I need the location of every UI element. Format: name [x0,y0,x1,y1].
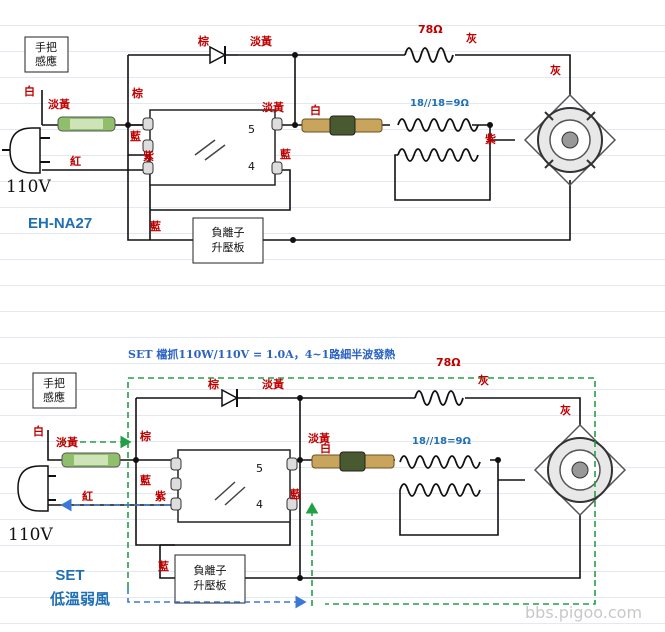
left-wire [127,55,193,241]
top-wire [128,54,571,95]
label-gray-bottom: 灰 [478,373,489,387]
set-label-2: 低溫弱風 [49,590,110,608]
top-diagram: 手把 感應 [2,23,617,264]
ion-board-top [192,217,264,264]
relay-pin5-bottom: 5 [256,462,263,475]
label-lightyellow-diode-top: 淡黃 [250,34,272,48]
resistor-78-coil-top [404,47,454,63]
relay-top: 5 4 [142,109,283,186]
bottom-wire [263,180,571,241]
label-blue-ion-bottom: 藍 [158,559,169,573]
label-brown-top: 棕 [131,86,143,100]
heating-coil-2-bottom [399,483,481,497]
coil-return-bottom [399,459,499,536]
label-coil-value-bottom: 18//18=9Ω [412,436,471,447]
flow-path-return [325,580,596,605]
label-blue-bottom-top: 藍 [150,219,161,233]
set-label-1: SET [55,567,84,584]
resistor-78-coil-bottom [414,390,464,406]
plug-icon-bottom [17,465,56,512]
label-lightyellow-diode-bottom: 淡黃 [262,377,284,391]
label-lightyellow-relay-top: 淡黃 [262,100,284,114]
label-blue-top: 藍 [130,129,141,143]
coil-return-wire [394,124,491,201]
sensor-wire [41,90,150,126]
relay-pin5-top: 5 [248,123,255,136]
label-white-bottom: 白 [33,424,44,438]
plug-icon [2,127,50,174]
ion-board-label-1-bottom: 負離子 [194,563,227,577]
heating-coil-1-top [397,118,479,132]
label-lightyellow-bottom: 淡黃 [56,435,78,449]
label-white-fuse-bottom: 白 [320,441,331,455]
label-brown-bottom: 棕 [139,429,151,443]
sensor-label-1: 手把 [35,40,57,54]
label-brown-diode-bottom: 棕 [207,377,219,391]
flow-path-outer [127,377,596,588]
label-78-ohm-bottom: 78Ω [436,356,461,369]
diode-bottom [221,388,250,408]
label-white-fuse-top: 白 [310,103,321,117]
label-blue-right-bottom: 藍 [290,487,301,501]
model-label: EH-NA27 [28,215,92,232]
flow-arrow-bottom [127,588,307,609]
set-note: SET 檔抓110W/110V = 1.0A，4~1路細半波發熱 [128,347,395,361]
label-coil-value-top: 18//18=9Ω [410,98,469,109]
label-lightyellow-top: 淡黃 [48,97,70,111]
bottom-diagram: SET 檔抓110W/110V = 1.0A，4~1路細半波發熱 手把 感應 [8,347,627,609]
label-gray-right-top: 灰 [550,63,561,77]
relay-pin4-top: 4 [248,160,255,173]
label-white-top: 白 [24,84,35,98]
label-lightyellow-relay-bottom: 淡黃 [308,431,330,445]
label-purple-right-top: 紫 [485,132,496,146]
motor-icon-top [523,93,617,187]
ion-board-label-2-bottom: 升壓板 [194,578,227,592]
voltage-label-top: 110V [6,177,51,197]
label-brown-diode-top: 棕 [197,34,209,48]
label-red-top: 紅 [70,154,81,168]
bottom-wire-bottom [300,515,581,579]
sensor-label-2-bottom: 感應 [43,390,65,404]
sensor-label-2: 感應 [35,54,57,68]
label-78-ohm-top: 78Ω [418,23,443,36]
heating-coil-1-bottom [399,455,481,469]
relay-bottom: 5 4 [170,449,298,523]
ion-board-label-1: 負離子 [212,225,245,239]
label-blue-bottom: 藍 [140,473,151,487]
sensor-label-1-bottom: 手把 [43,376,65,390]
motor-icon-bottom [533,423,627,517]
ion-board-label-2: 升壓板 [212,240,245,254]
top-wire-bottom [136,397,581,425]
voltage-label-bottom: 110V [8,525,53,545]
diode-top [209,45,238,65]
label-purple-bottom: 紫 [155,489,166,503]
label-gray-right-bottom: 灰 [560,403,571,417]
heating-coil-2-top [397,148,479,162]
label-blue-right-top: 藍 [280,147,291,161]
watermark: bbs.pigoo.com [525,603,642,622]
sensor-box-bottom [32,372,77,409]
sensor-box-top [24,36,69,73]
label-red-bottom: 紅 [82,489,93,503]
label-purple-left-top: 紫 [143,149,154,163]
relay-pin4-bottom: 4 [256,498,263,511]
ion-board-bottom [174,554,246,604]
mid-wire-bottom [299,398,395,461]
label-gray-top: 灰 [466,31,477,45]
